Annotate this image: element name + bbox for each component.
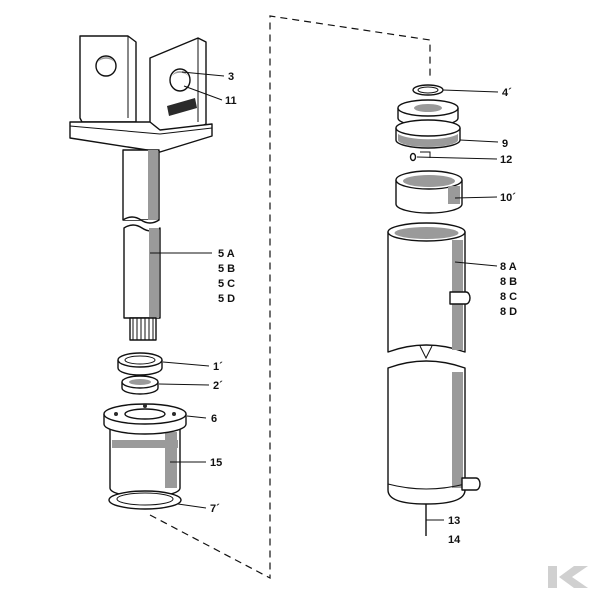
- piston-sleeve: [395, 170, 463, 214]
- seal-ring-4: [412, 84, 444, 96]
- leader-line-8: [454, 261, 498, 267]
- label-4: 4´: [502, 87, 512, 99]
- cylinder-head: [103, 403, 187, 510]
- label-12: 12: [500, 154, 512, 166]
- clevis-hole-left: [95, 55, 117, 77]
- leader-line-12: [416, 156, 498, 160]
- leader-line-1: [162, 361, 210, 367]
- gland-nut: [395, 99, 461, 149]
- leader-line-11: [183, 85, 223, 101]
- clevis-slot: [167, 98, 197, 116]
- piston-rod: [122, 149, 161, 341]
- label-13: 13: [448, 515, 460, 527]
- leader-line-7: [177, 503, 207, 509]
- leader-line-10: [454, 196, 498, 199]
- leader-line-4: [442, 89, 499, 93]
- tube-port-lower: [461, 477, 481, 491]
- label-2: 2´: [213, 380, 223, 392]
- label-8c: 8 C: [500, 291, 517, 303]
- rod-thread: [129, 317, 157, 341]
- leader-line-3: [181, 71, 225, 77]
- label-11: 11: [225, 95, 237, 107]
- label-3: 3: [228, 71, 234, 83]
- leader-line-6: [186, 415, 207, 419]
- o-ring-12: [409, 151, 431, 162]
- leader-line-2: [158, 383, 210, 386]
- k-logo-icon: [548, 566, 588, 588]
- seal-ring-1: [117, 352, 163, 376]
- label-8a: 8 A: [500, 261, 517, 273]
- label-5b: 5 B: [218, 263, 235, 275]
- label-6: 6: [211, 413, 217, 425]
- cylinder-tube: [387, 222, 481, 536]
- clevis-bracket: [69, 35, 213, 153]
- label-14: 14: [448, 534, 461, 546]
- label-10: 10´: [500, 192, 516, 204]
- seal-ring-2: [121, 375, 159, 395]
- label-15: 15: [210, 457, 222, 469]
- label-9: 9: [502, 138, 508, 150]
- label-5a: 5 A: [218, 248, 235, 260]
- label-1: 1´: [213, 361, 223, 373]
- tube-port-upper: [449, 291, 471, 305]
- assembly-dashed-line: [149, 15, 431, 579]
- label-5d: 5 D: [218, 293, 235, 305]
- clevis-hole-right: [169, 68, 191, 92]
- seal-ring-7: [108, 490, 182, 510]
- label-8d: 8 D: [500, 306, 517, 318]
- label-7: 7´: [210, 503, 220, 515]
- leader-line-9: [459, 139, 499, 143]
- label-8b: 8 B: [500, 276, 517, 288]
- label-5c: 5 C: [218, 278, 235, 290]
